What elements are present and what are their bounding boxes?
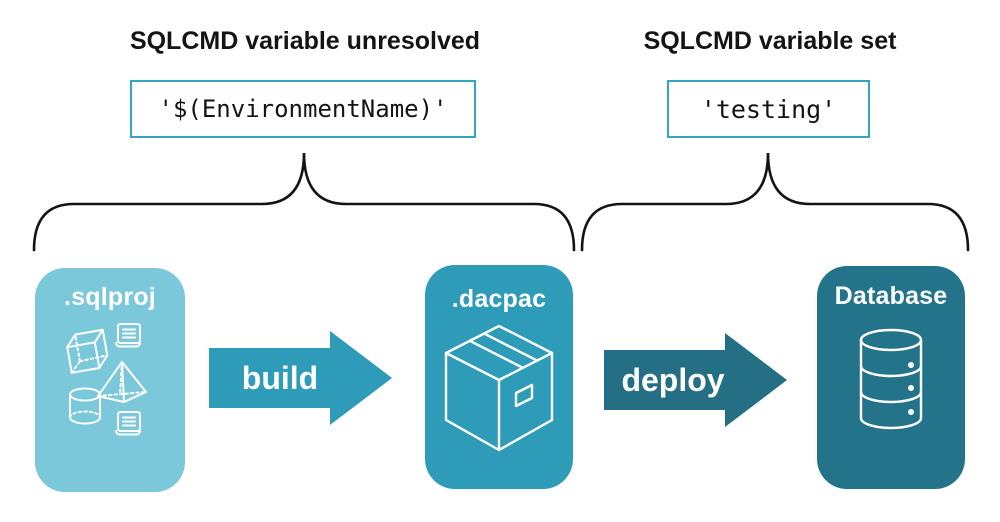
sqlproj-node: .sqlproj bbox=[35, 268, 185, 492]
package-box-icon bbox=[444, 324, 554, 452]
deploy-arrow bbox=[604, 333, 787, 427]
left-brace bbox=[32, 152, 576, 252]
dacpac-node: .dacpac bbox=[425, 265, 573, 489]
build-arrow bbox=[209, 331, 392, 425]
unresolved-variable-value: '$(EnvironmentName)' bbox=[158, 95, 448, 123]
database-node: Database bbox=[817, 266, 965, 489]
right-brace bbox=[580, 152, 970, 252]
database-node-label: Database bbox=[834, 282, 948, 310]
set-variable-value: 'testing' bbox=[700, 94, 837, 124]
left-annotation-title: SQLCMD variable unresolved bbox=[129, 27, 481, 55]
dacpac-node-label: .dacpac bbox=[451, 285, 547, 313]
database-cylinder-icon bbox=[859, 328, 923, 430]
build-arrow-label: build bbox=[241, 360, 319, 396]
right-annotation-title: SQLCMD variable set bbox=[643, 27, 897, 55]
unresolved-variable-box: '$(EnvironmentName)' bbox=[130, 80, 476, 138]
sqlproj-node-label: .sqlproj bbox=[64, 283, 156, 311]
sql-project-objects-icon bbox=[66, 323, 147, 436]
deploy-arrow-label: deploy bbox=[621, 362, 725, 398]
set-variable-box: 'testing' bbox=[667, 80, 870, 138]
